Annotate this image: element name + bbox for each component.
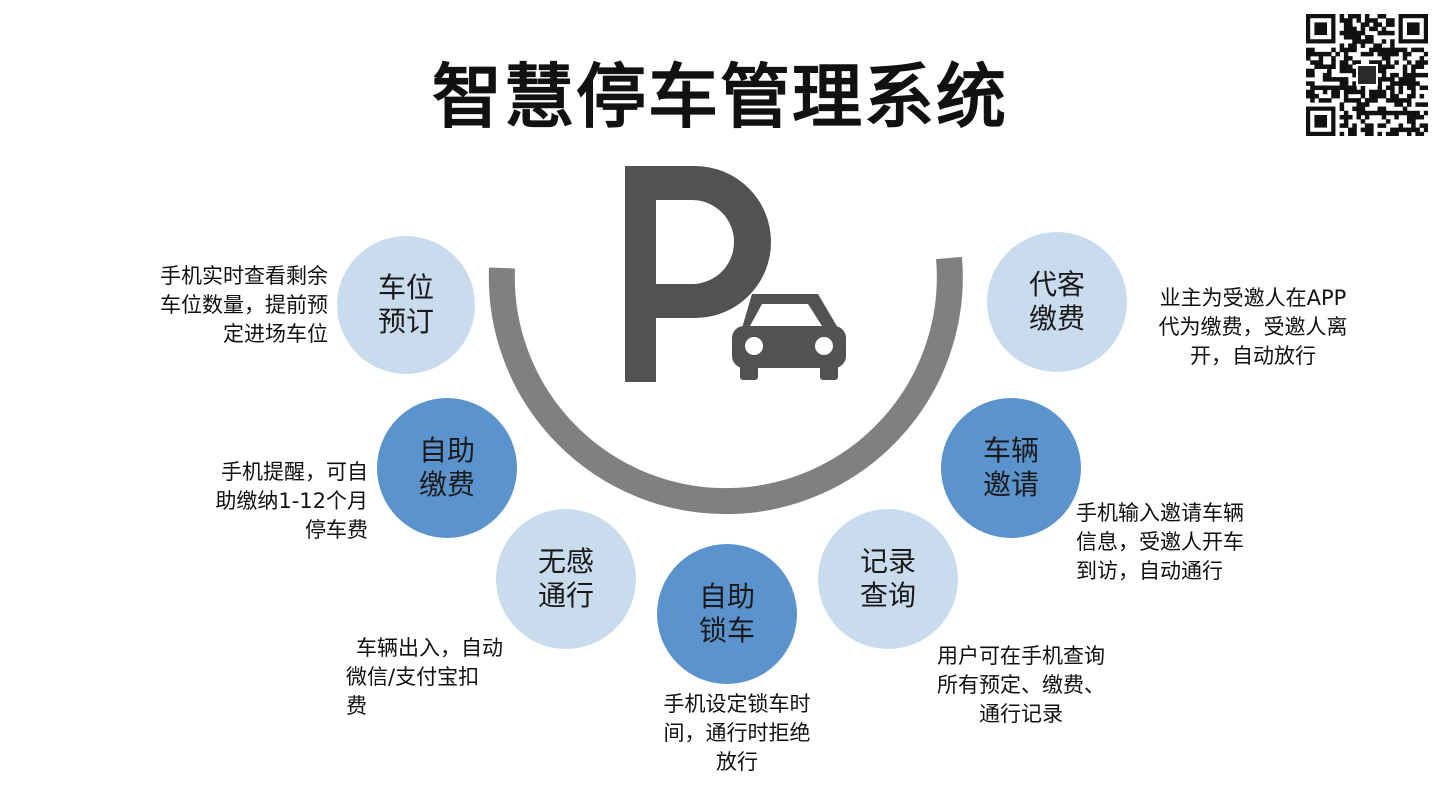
- qr-code-icon[interactable]: [1306, 14, 1428, 136]
- feature-desc-self-lock: 手机设定锁车时 间，通行时拒绝 放行: [663, 692, 811, 774]
- feature-node-record-query[interactable]: 记录 查询: [818, 509, 958, 649]
- center-arc: [488, 256, 963, 515]
- parking-p-car-icon: [625, 166, 846, 382]
- feature-node-proxy-payment[interactable]: 代客 缴费: [987, 232, 1127, 372]
- feature-label-line: 通行: [537, 579, 594, 612]
- feature-node-parking-reservation[interactable]: 车位 预订: [337, 236, 475, 374]
- parking-letter-p: [625, 166, 771, 382]
- feature-desc-vehicle-invite: 手机输入邀请车辆 信息，受邀人开车 到访，自动通行: [1076, 501, 1244, 583]
- page-title: 智慧停车管理系统: [432, 56, 1008, 138]
- feature-label-line: 查询: [859, 579, 916, 612]
- feature-label-line: 自助: [698, 580, 755, 613]
- feature-desc-seamless-pass: 车辆出入，自动 微信/支付宝扣 费: [346, 636, 503, 718]
- feature-label-line: 邀请: [982, 468, 1039, 501]
- feature-node-vehicle-invite[interactable]: 车辆 邀请: [941, 398, 1081, 538]
- feature-label-line: 缴费: [418, 468, 475, 501]
- feature-label-line: 预订: [377, 305, 434, 338]
- feature-label-line: 自助: [418, 434, 475, 467]
- car-icon: [732, 294, 846, 380]
- feature-desc-parking-reservation: 手机实时查看剩余 车位数量，提前预 定进场车位: [160, 264, 328, 346]
- feature-label-line: 记录: [859, 545, 916, 578]
- feature-node-seamless-pass[interactable]: 无感 通行: [496, 509, 636, 649]
- feature-label-line: 车位: [377, 271, 434, 304]
- feature-node-self-lock[interactable]: 自助 锁车: [657, 544, 797, 684]
- feature-label-line: 锁车: [698, 614, 755, 647]
- feature-label-line: 车辆: [982, 434, 1039, 467]
- feature-label-line: 缴费: [1028, 302, 1085, 335]
- feature-label-line: 代客: [1028, 268, 1085, 301]
- feature-label-line: 无感: [537, 545, 594, 578]
- feature-node-self-payment[interactable]: 自助 缴费: [377, 398, 517, 538]
- feature-desc-proxy-payment: 业主为受邀人在APP 代为缴费，受邀人离 开，自动放行: [1158, 286, 1348, 368]
- feature-desc-record-query: 用户可在手机查询 所有预定、缴费、 通行记录: [937, 644, 1105, 726]
- feature-desc-self-payment: 手机提醒，可自 助缴纳1-12个月 停车费: [215, 460, 368, 542]
